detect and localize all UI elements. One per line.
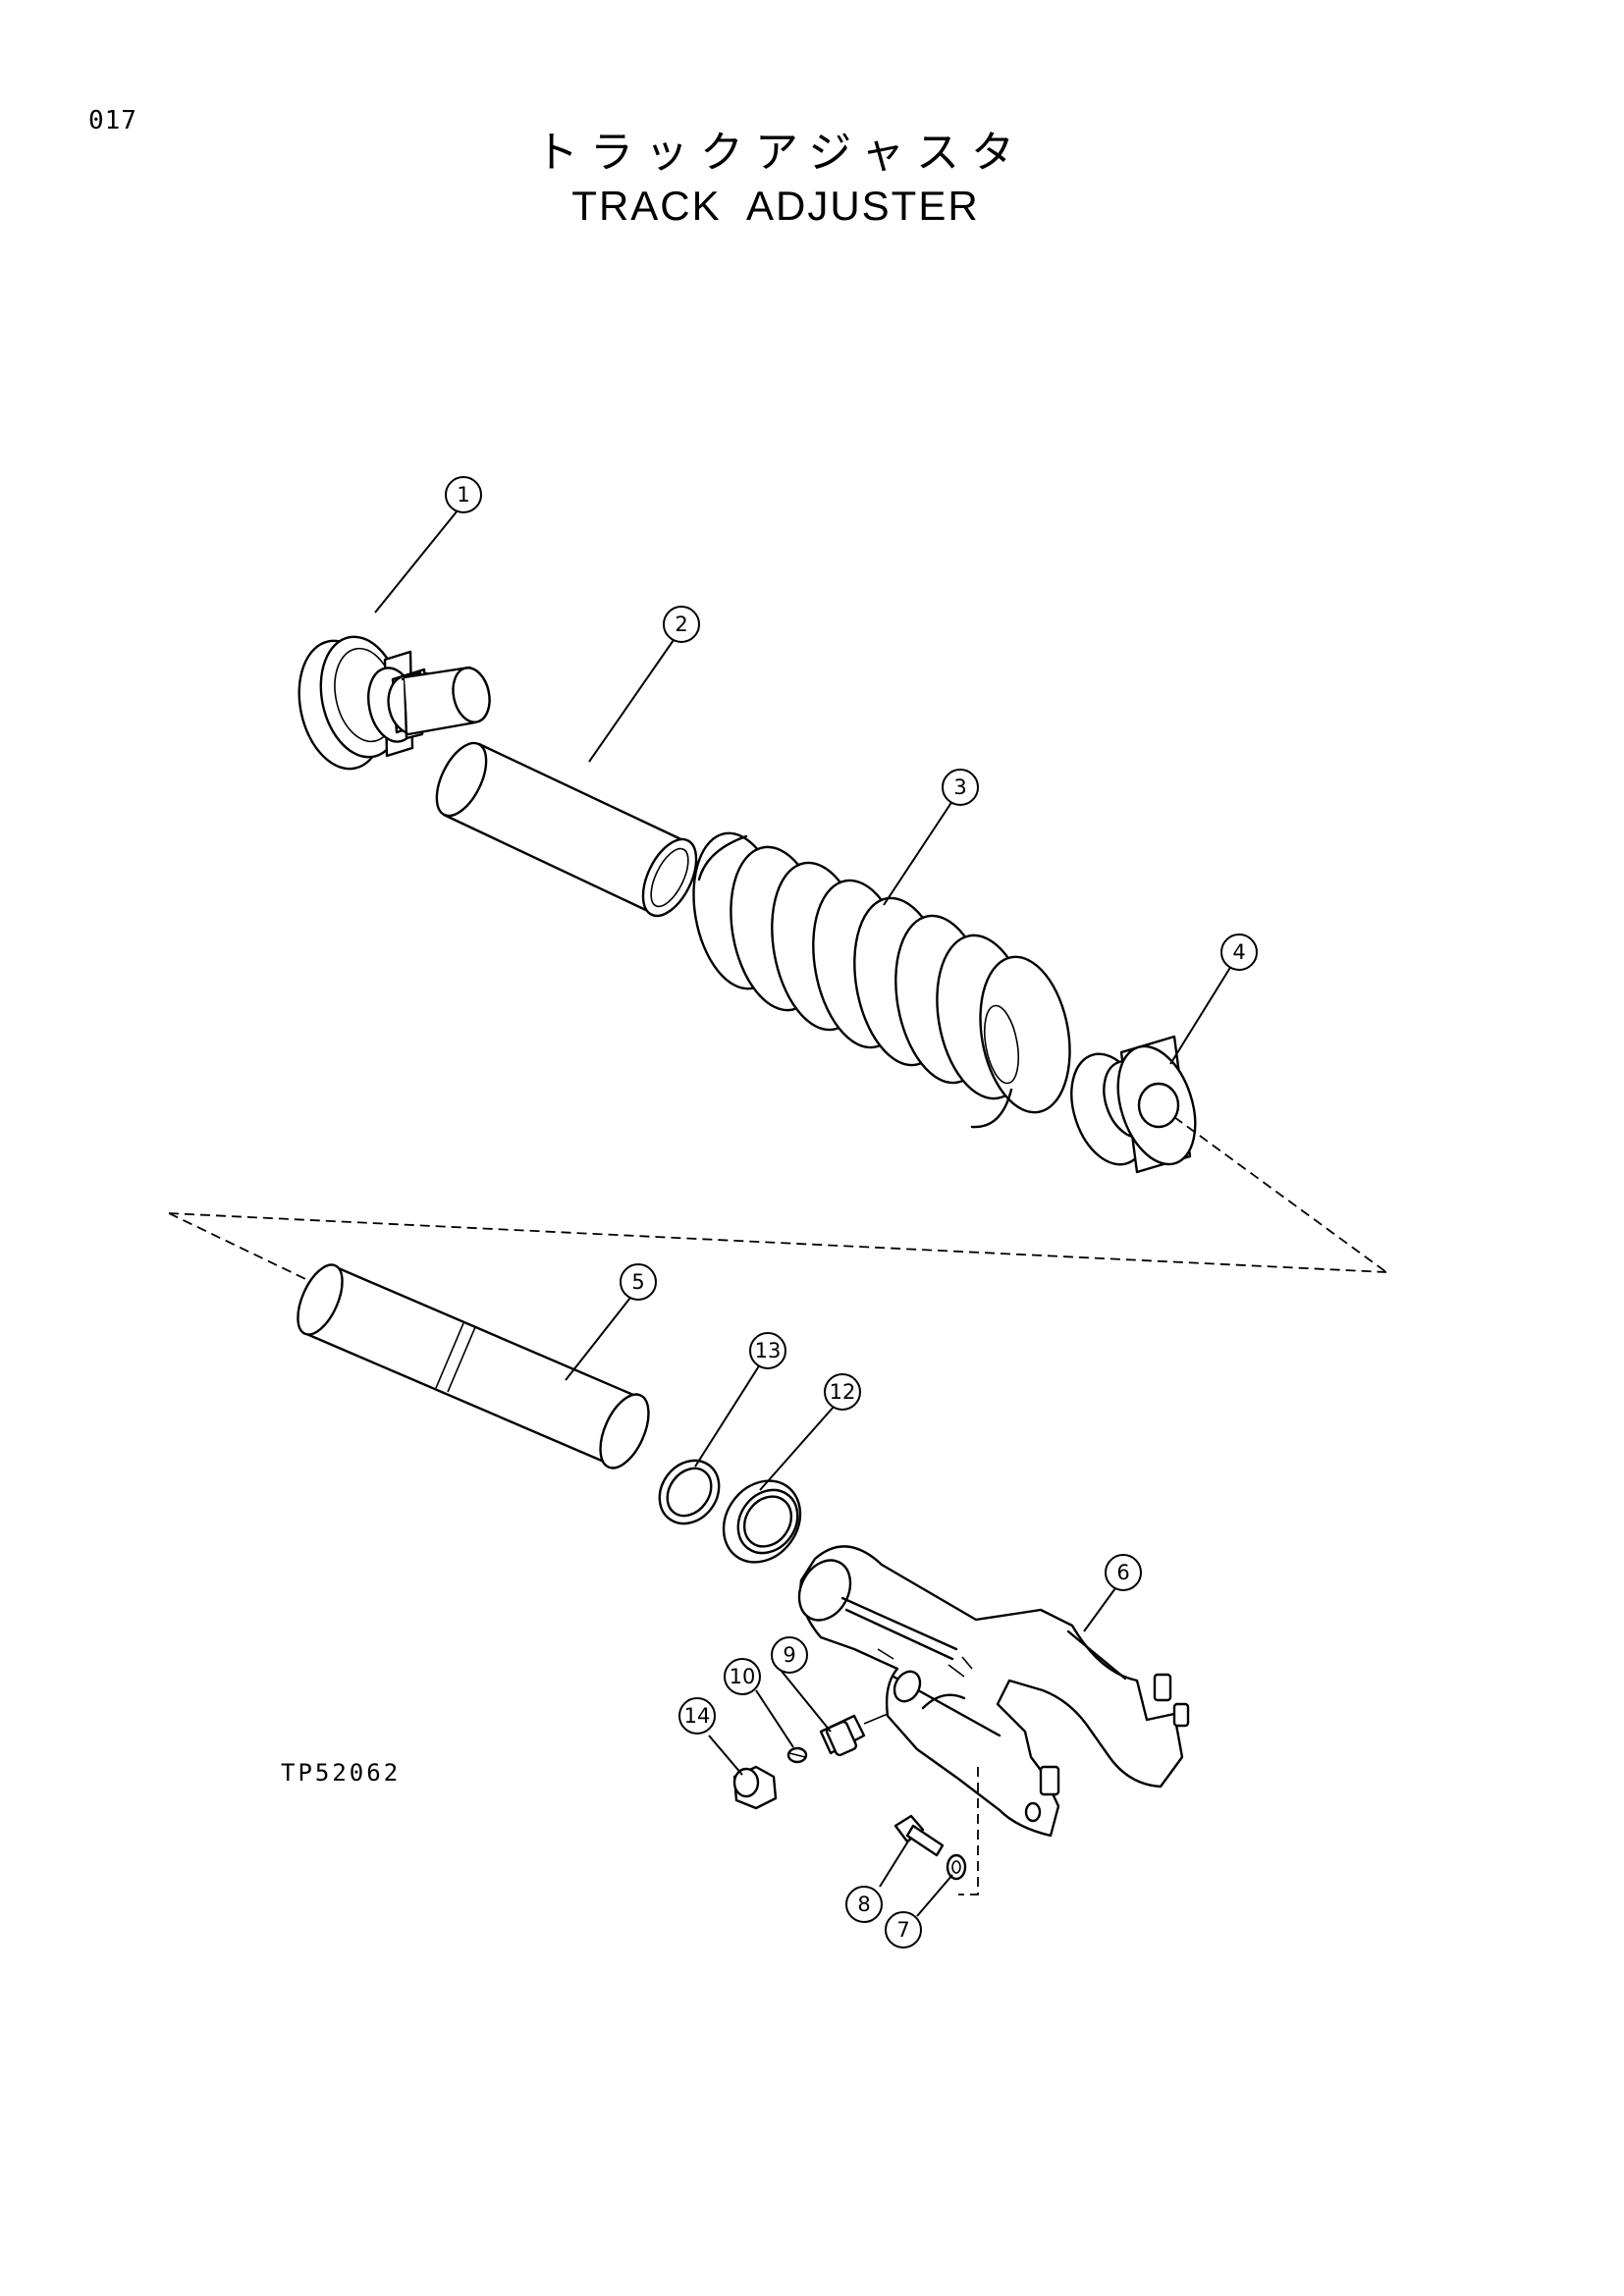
callout-7-label: 7 <box>896 1918 909 1942</box>
callout-14: 14 <box>678 1697 716 1735</box>
callout-1: 1 <box>445 476 482 513</box>
callout-3: 3 <box>942 769 979 806</box>
part-13-packing <box>658 1459 721 1525</box>
callout-9-label: 9 <box>783 1643 795 1667</box>
callout-10: 10 <box>724 1658 761 1695</box>
callout-12-label: 12 <box>830 1380 856 1404</box>
page-title-japanese: トラックアジャスタ <box>534 128 1027 178</box>
part-12-seal-ring <box>722 1479 802 1564</box>
part-8-bolt <box>893 1814 945 1857</box>
part-14-hex-cap <box>732 1765 778 1810</box>
part-8-install-line <box>958 1767 979 1896</box>
callout-10-label: 10 <box>730 1665 756 1688</box>
callout-4: 4 <box>1220 934 1258 971</box>
part-5-piston-rod <box>297 1263 650 1469</box>
page-title-english: TRACK ADJUSTER <box>571 183 980 229</box>
callout-2: 2 <box>663 606 700 643</box>
callout-12: 12 <box>824 1373 861 1411</box>
title-block: トラックアジャスタ TRACK ADJUSTER <box>0 126 1551 232</box>
callout-9: 9 <box>771 1636 808 1674</box>
callout-1-label: 1 <box>457 483 469 507</box>
part-4-spring-seat <box>1070 1035 1197 1174</box>
callout-14-label: 14 <box>684 1704 711 1728</box>
part-3-coil-spring <box>692 831 1071 1129</box>
callout-7: 7 <box>885 1911 922 1949</box>
callout-8-label: 8 <box>857 1893 870 1916</box>
callout-13: 13 <box>749 1332 786 1369</box>
callout-13-label: 13 <box>755 1339 782 1362</box>
part-2-cylinder-tube <box>435 741 698 918</box>
part-1-yoke-cap <box>298 635 491 771</box>
part-6-cylinder-body <box>797 1545 1190 1838</box>
callout-6-label: 6 <box>1116 1561 1129 1584</box>
drawing-code: TP52062 <box>281 1759 402 1787</box>
callout-3-label: 3 <box>953 775 966 799</box>
assembly-guide-lines <box>168 1116 1387 1289</box>
part-7-washer <box>946 1853 967 1881</box>
part-9-grease-valve <box>819 1713 889 1757</box>
callout-8: 8 <box>845 1886 883 1923</box>
callout-4-label: 4 <box>1232 940 1245 964</box>
page-number: 017 <box>88 106 137 135</box>
callout-6: 6 <box>1105 1554 1142 1591</box>
part-10-plug <box>786 1746 808 1764</box>
callout-5-label: 5 <box>631 1270 644 1294</box>
leader-lines <box>374 509 1232 1917</box>
callout-2-label: 2 <box>675 613 687 636</box>
callout-5: 5 <box>620 1263 657 1301</box>
